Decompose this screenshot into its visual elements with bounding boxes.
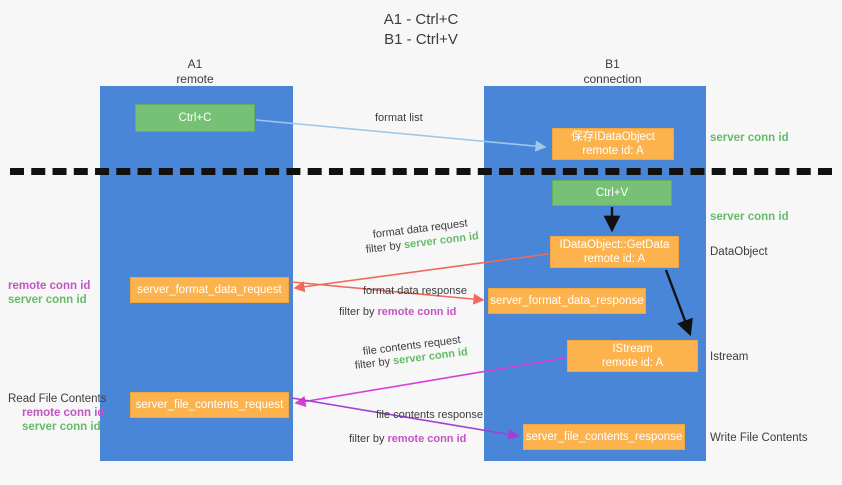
box-server-format-data-response-label: server_format_data_response: [490, 295, 644, 307]
box-idataobject-line2: remote id: A: [582, 145, 644, 157]
edge-label-format-data-response-filter: filter by remote conn id: [339, 305, 456, 320]
box-server-file-contents-response[interactable]: server_file_contents_response: [523, 424, 685, 450]
page-title: A1 - Ctrl+C B1 - Ctrl+V: [0, 10, 842, 50]
remote-conn-id-text: remote conn id: [377, 306, 457, 318]
note-istream: Istream: [710, 351, 749, 363]
box-server-file-contents-request-label: server_file_contents_request: [135, 399, 284, 411]
filter-by-text: filter by: [349, 433, 388, 445]
lane-a1-role: remote: [176, 72, 214, 86]
box-ctrl-c[interactable]: Ctrl+C: [135, 104, 255, 132]
lane-b1-role: connection: [583, 72, 642, 86]
note-conn-ids-format: remote conn id server conn id: [8, 279, 90, 307]
box-ctrl-v-label: Ctrl+V: [595, 187, 629, 199]
box-idataobject-line1: 保存IDataObject: [571, 131, 655, 143]
title-line-1: A1 - Ctrl+C: [383, 11, 459, 28]
note-server-conn-id: server conn id: [8, 294, 87, 306]
edge-label-format-list: format list: [375, 111, 423, 126]
filter-by-text: filter by: [354, 355, 394, 372]
note-read-file-contents-group: Read File Contents remote conn id server…: [8, 392, 106, 434]
lane-b1-name: B1: [605, 57, 620, 71]
note-read-file-contents: Read File Contents: [8, 393, 107, 405]
box-ctrl-c-label: Ctrl+C: [178, 112, 212, 124]
note-remote-conn-id: remote conn id: [8, 280, 91, 292]
box-ctrl-v[interactable]: Ctrl+V: [552, 180, 672, 206]
edge-label-format-data-response: format data response: [363, 284, 467, 299]
box-server-format-data-request[interactable]: server_format_data_request: [130, 277, 289, 303]
box-server-format-data-request-label: server_format_data_request: [137, 284, 282, 296]
box-istream[interactable]: IStream remote id: A: [567, 340, 698, 372]
box-getdata-line1: IDataObject::GetData: [559, 239, 670, 251]
lane-header-a1: A1 remote: [130, 57, 260, 87]
lane-header-b1: B1 connection: [545, 57, 680, 87]
box-idataobject[interactable]: 保存IDataObject remote id: A: [552, 128, 674, 160]
note-dataobject: DataObject: [710, 246, 768, 258]
box-istream-line1: IStream: [612, 343, 653, 355]
note-server-conn-id-top: server conn id: [710, 132, 789, 144]
box-istream-line2: remote id: A: [601, 357, 664, 369]
remote-conn-id-text: remote conn id: [387, 433, 467, 445]
note-server-conn-id-second: server conn id: [710, 211, 789, 223]
edge-label-file-contents-response-filter: filter by remote conn id: [349, 432, 466, 447]
edge-label-format-data-response-text: format data response: [363, 285, 467, 297]
note-server-conn-id: server conn id: [22, 421, 101, 433]
filter-by-text: filter by: [365, 239, 405, 256]
box-idataobject-getdata[interactable]: IDataObject::GetData remote id: A: [550, 236, 679, 268]
box-server-file-contents-response-label: server_file_contents_response: [525, 431, 683, 443]
title-line-2: B1 - Ctrl+V: [384, 31, 458, 48]
box-server-format-data-response[interactable]: server_format_data_response: [488, 288, 646, 314]
note-write-file-contents: Write File Contents: [710, 432, 808, 444]
box-getdata-line2: remote id: A: [583, 253, 646, 265]
edge-label-file-contents-response: file contents response: [376, 408, 483, 423]
box-server-file-contents-request[interactable]: server_file_contents_request: [130, 392, 289, 418]
phase-separator-dashed-line: [10, 168, 832, 175]
lane-a1-name: A1: [187, 57, 203, 71]
filter-by-text: filter by: [339, 306, 378, 318]
note-remote-conn-id: remote conn id: [22, 407, 105, 419]
edge-label-format-list-text: format list: [375, 112, 423, 124]
edge-label-file-contents-response-text: file contents response: [376, 409, 484, 421]
